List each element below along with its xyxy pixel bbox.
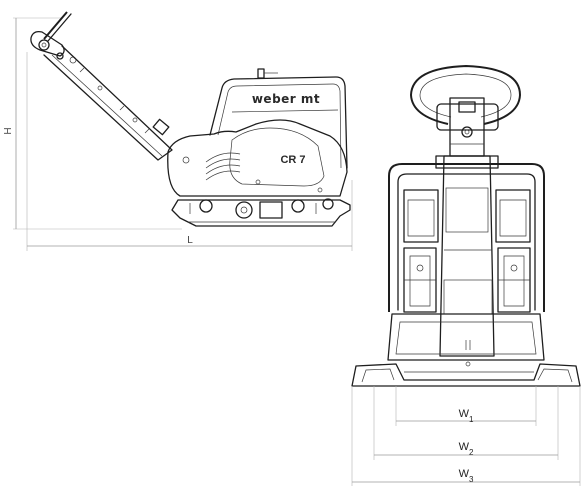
height-dimension: H (3, 17, 182, 230)
handle-loop (410, 65, 521, 125)
engine-hood: weber mt (209, 68, 348, 169)
machine-body: CR 7 (167, 119, 348, 197)
handle-grip (30, 11, 77, 64)
model-label: CR 7 (280, 154, 305, 166)
front-view: W1 W2 W3 (351, 65, 581, 486)
front-base-plate (351, 363, 581, 387)
length-dimension: L (26, 52, 353, 251)
right-side-detail (495, 189, 531, 313)
front-frame (388, 155, 545, 312)
central-column (439, 155, 495, 357)
side-view: H L (3, 11, 353, 251)
left-side-detail (403, 189, 439, 313)
lower-housing (387, 313, 545, 367)
w2-label: W2 (459, 441, 474, 457)
w1-label: W1 (459, 408, 474, 424)
w3-label: W3 (459, 468, 474, 484)
length-label: L (187, 235, 193, 246)
handle-head (436, 97, 499, 157)
width-dimensions: W1 W2 W3 (351, 386, 581, 486)
height-label: H (3, 127, 14, 134)
base-plate (171, 198, 351, 227)
handle-arm (43, 45, 173, 161)
brand-logo: weber mt (252, 92, 320, 106)
